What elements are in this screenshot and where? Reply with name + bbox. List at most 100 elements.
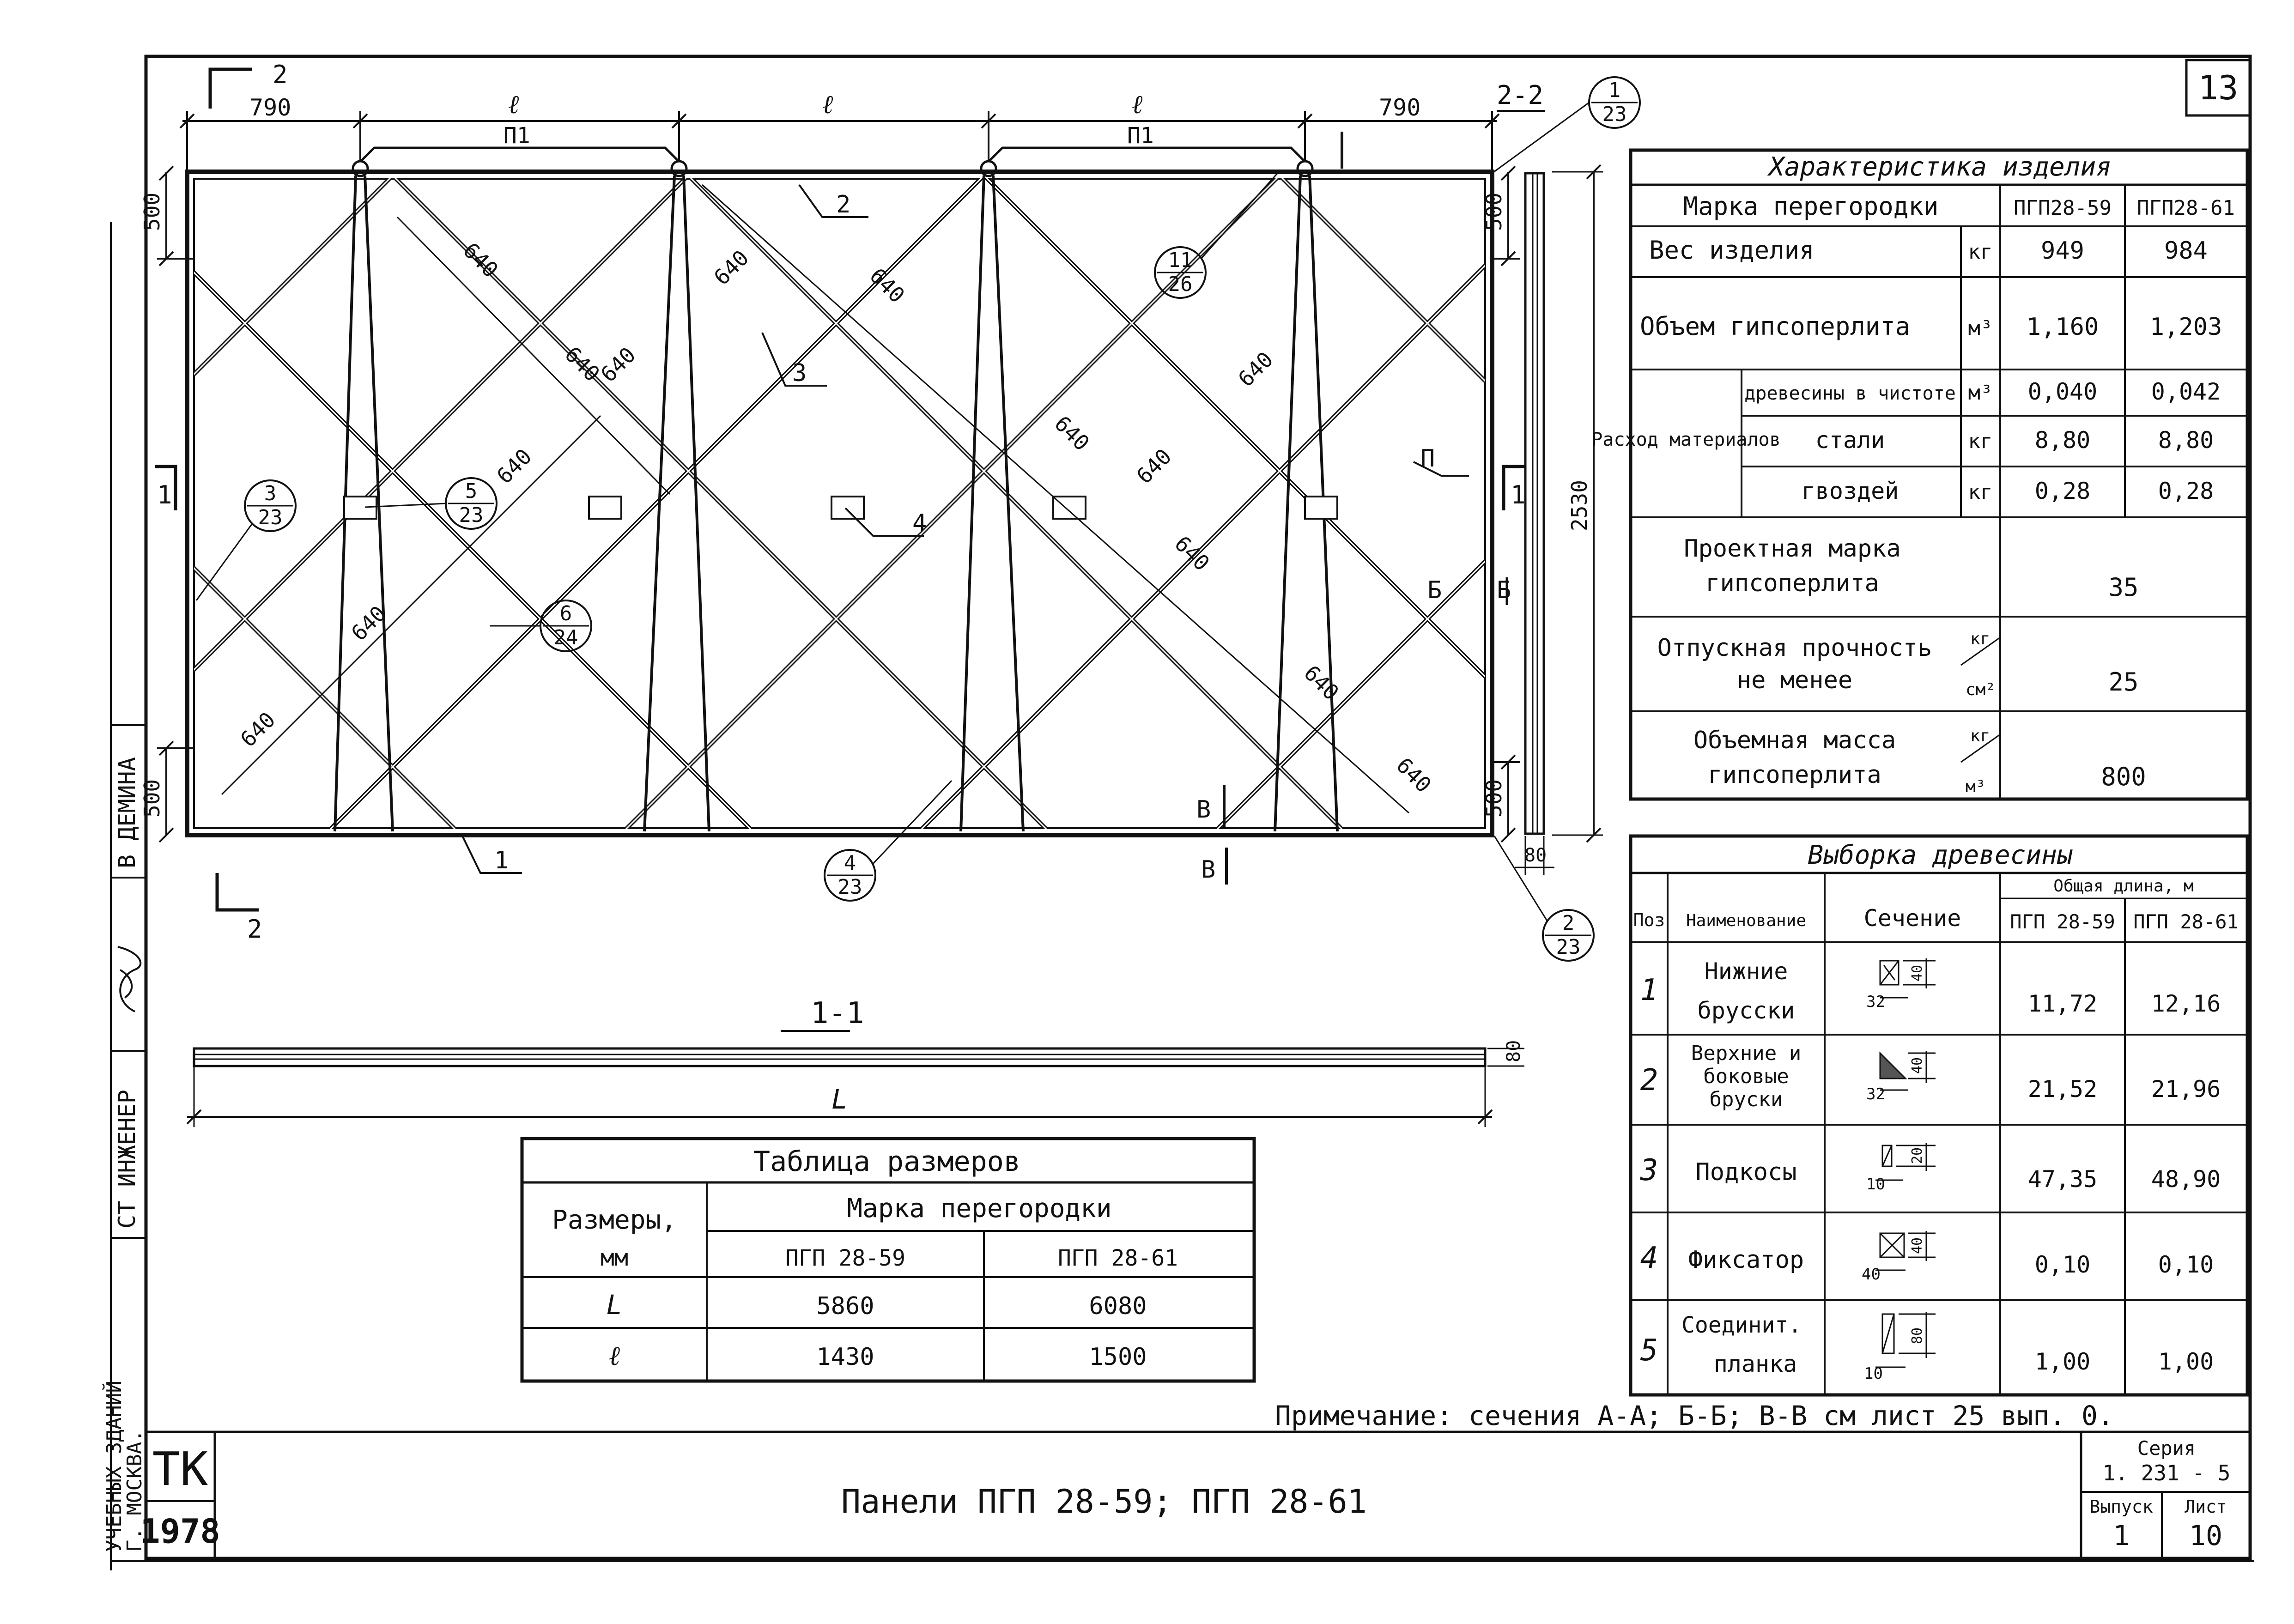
steel-consumption-label: стали xyxy=(1815,427,1885,454)
wood-row-4-b: 0,10 xyxy=(2158,1251,2214,1278)
wood-row-2-name-3: бруски xyxy=(1710,1088,1783,1111)
sheet-frame xyxy=(110,55,2254,1570)
strength-unit-2: см² xyxy=(1966,680,1996,699)
note: Примечание: сечения А-А; Б-Б; В-В см лис… xyxy=(1275,1400,2114,1431)
sizes-h-b: ПГП 28-61 xyxy=(1058,1245,1178,1271)
callout-1-23-top: 1 xyxy=(1608,79,1621,102)
wood-row-5-w: 10 xyxy=(1864,1364,1883,1383)
callout-1-23 xyxy=(1492,76,1641,174)
callout-11-26 xyxy=(1154,170,1281,299)
dim-640-d: 640 xyxy=(709,245,754,290)
density-unit-2: м³ xyxy=(1966,777,1985,796)
sheet-title: Панели ПГП 28-59; ПГП 28-61 xyxy=(841,1483,1367,1521)
wood-h-a: ПГП 28-59 xyxy=(2010,910,2115,933)
wood-row-1-section-icon xyxy=(1879,958,1936,999)
density-label-2: гипсоперлита xyxy=(1708,761,1881,789)
title-block xyxy=(146,1430,2250,1558)
sizes-row-2-dim: ℓ xyxy=(609,1340,620,1371)
wood-row-5-section-icon xyxy=(1875,1312,1936,1368)
sheet-label: Лист xyxy=(2185,1497,2227,1517)
side-dimension-lines xyxy=(157,165,1520,843)
char-col-b: ПГП28-61 xyxy=(2137,196,2235,220)
label-v-inside: В xyxy=(1196,796,1211,824)
weight-unit: кг xyxy=(1968,240,1993,264)
wood-row-4-section-icon xyxy=(1875,1231,1936,1271)
dim-640-a: 640 xyxy=(458,238,503,283)
loop-label-left: П1 xyxy=(504,123,530,149)
dim-640-h: 640 xyxy=(1170,531,1214,576)
fixators xyxy=(343,496,1338,520)
section-mark-2-top xyxy=(208,67,252,109)
mark-label: Марка перегородки xyxy=(1683,192,1939,221)
strength-label-2: не менее xyxy=(1737,667,1852,694)
nails-consumption-b: 0,28 xyxy=(2158,478,2214,504)
pos-3-label: 3 xyxy=(792,359,807,387)
wood-row-1-b: 12,16 xyxy=(2151,990,2221,1017)
wood-h-total: Общая длина, м xyxy=(2053,877,2193,896)
callout-3-23 xyxy=(195,479,297,601)
dim-640-f: 640 xyxy=(1050,411,1094,456)
nails-consumption-unit: кг xyxy=(1968,480,1993,504)
pos-1-label: 1 xyxy=(494,847,509,874)
series-label: Серия xyxy=(2137,1437,2196,1460)
wood-row-2-name-1: Верхние и xyxy=(1691,1042,1801,1065)
section-1-1-title: 1-1 xyxy=(811,996,864,1030)
consumption-label: Расход материалов xyxy=(1591,429,1780,450)
density-value: 800 xyxy=(2101,762,2146,791)
nails-consumption-label: гвоздей xyxy=(1802,478,1899,504)
grade-label-2: гипсоперлита xyxy=(1705,570,1879,597)
dim-640-l: 640 xyxy=(492,444,537,489)
sizes-row-1-dim: L xyxy=(607,1289,623,1321)
margin-designer-name: В ДЕМИНА xyxy=(114,757,140,868)
strength-value: 25 xyxy=(2108,667,2138,697)
callout-5-23-bottom: 23 xyxy=(459,503,484,527)
margin-designer-role: СТ ИНЖЕНЕР xyxy=(114,1090,140,1229)
section-1-1-view xyxy=(186,1047,1524,1127)
dim-80-section-2-2: 80 xyxy=(1524,845,1547,866)
sheet-number: 10 xyxy=(2189,1520,2222,1552)
callout-4-23-bottom: 23 xyxy=(838,875,862,899)
callout-6-24-top: 6 xyxy=(560,602,572,625)
dim-640-e: 640 xyxy=(865,263,910,308)
wood-row-5-name-2: планка xyxy=(1714,1351,1797,1377)
dim-L: L xyxy=(831,1084,848,1115)
wood-row-4-w: 40 xyxy=(1862,1265,1881,1284)
callout-5-23 xyxy=(364,477,498,530)
wood-row-5-name-1: Соединит. xyxy=(1681,1312,1802,1338)
section-mark-1-right-label: 1 xyxy=(1511,480,1526,509)
wood-row-5-h: 80 xyxy=(1909,1327,1925,1344)
section-mark-2-top-label: 2 xyxy=(273,60,288,89)
wood-row-2-w: 32 xyxy=(1866,1085,1885,1103)
issue-value: 1 xyxy=(2113,1520,2130,1552)
pos-4-label: 4 xyxy=(912,509,927,537)
dim-l-3: ℓ xyxy=(1132,90,1143,120)
dim-500-left-top: 500 xyxy=(140,193,164,231)
dim-640-g: 640 xyxy=(1132,444,1177,489)
wood-row-3-h: 20 xyxy=(1909,1147,1925,1164)
strength-unit-1: кг xyxy=(1970,630,1990,648)
panel-outline xyxy=(185,170,1494,837)
section-2-2-title: 2-2 xyxy=(1497,80,1543,110)
wood-h-name: Наименование xyxy=(1686,911,1806,930)
dim-l-2: ℓ xyxy=(822,90,833,120)
sizes-row-2-b: 1500 xyxy=(1089,1343,1147,1371)
dim-l-1: ℓ xyxy=(508,90,519,120)
wood-consumption-label: древесины в чистоте xyxy=(1744,383,1956,404)
callout-2-23 xyxy=(1493,836,1595,962)
wood-row-2-name-2: боковые xyxy=(1703,1065,1789,1088)
steel-consumption-unit: кг xyxy=(1968,430,1993,453)
sizes-h-a: ПГП 28-59 xyxy=(785,1245,905,1271)
callout-2-23-top: 2 xyxy=(1562,911,1575,935)
series-value: 1. 231 - 5 xyxy=(2103,1460,2231,1485)
wood-row-1-w: 32 xyxy=(1866,993,1885,1011)
wood-row-3-b: 48,90 xyxy=(2151,1166,2221,1193)
section-mark-2-bottom-label: 2 xyxy=(247,915,262,944)
sizes-h-mark: Марка перегородки xyxy=(847,1194,1111,1224)
wood-row-1-name-2: брусcки xyxy=(1698,997,1795,1024)
wood-row-3-section-icon xyxy=(1875,1143,1936,1181)
wood-row-2-a: 21,52 xyxy=(2028,1076,2098,1103)
wood-row-3-pos: 3 xyxy=(1640,1153,1658,1188)
dim-790-left: 790 xyxy=(249,94,291,121)
dim-2530: 2530 xyxy=(1567,480,1592,531)
